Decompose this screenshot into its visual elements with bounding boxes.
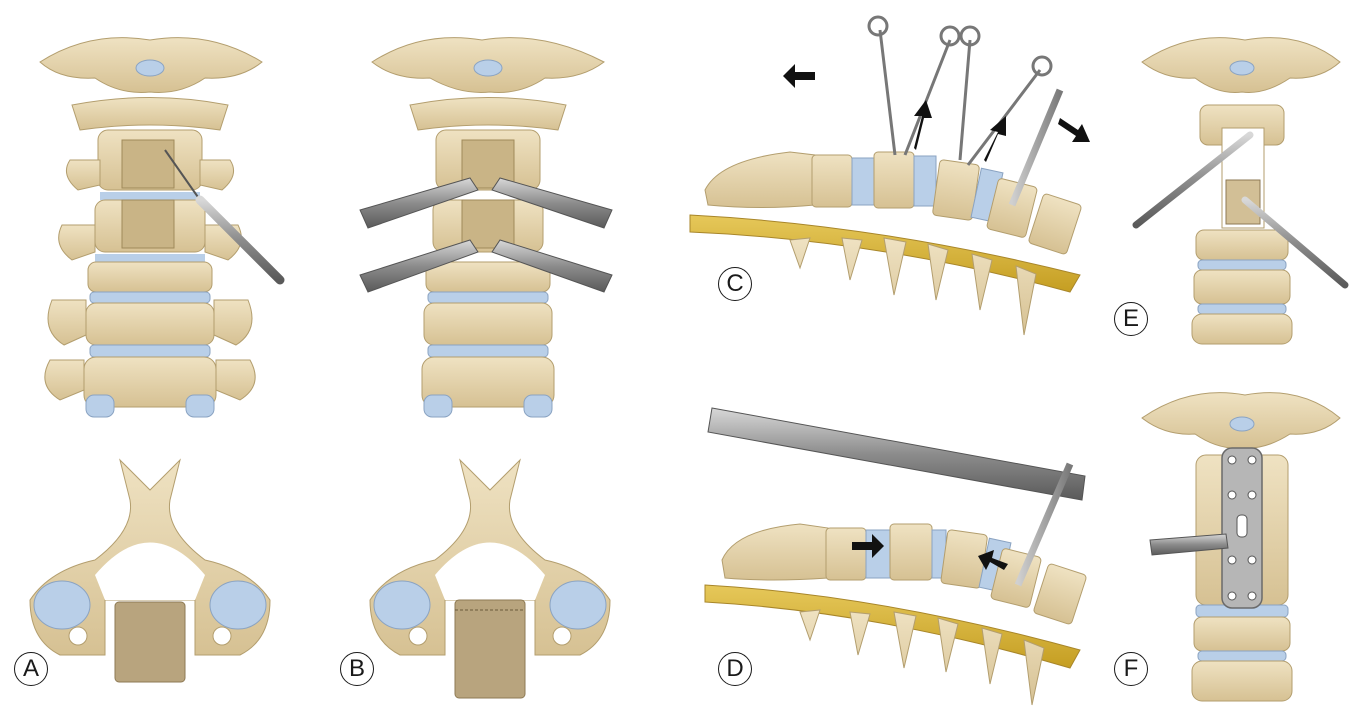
panel-b-retractor-instruments	[359, 177, 613, 293]
panel-label-b: B	[340, 652, 374, 686]
panel-c-instruments	[829, 15, 1064, 207]
panel-c-vertebral-bodies	[704, 151, 1082, 336]
panel-b-spine-anterior	[371, 37, 605, 418]
panel-f-anterior-plate	[1221, 447, 1263, 609]
panel-d-vertebral-bodies	[721, 523, 1087, 706]
panel-a-vertebra-axial	[29, 458, 271, 683]
panel-label-a: A	[14, 652, 48, 686]
panel-label-c: C	[718, 267, 752, 301]
panel-e-instruments	[1132, 131, 1349, 289]
panel-b-vertebra-axial	[369, 458, 611, 699]
panel-d-compression-arrows	[852, 534, 1008, 570]
panel-label-f: F	[1114, 652, 1148, 686]
panel-label-e: E	[1114, 302, 1148, 336]
panel-a-spine-anterior	[39, 37, 263, 418]
panel-a-curette-instrument	[164, 149, 285, 285]
panel-c-direction-arrows	[783, 64, 1090, 162]
panel-e-spine-anterior	[1141, 37, 1341, 345]
panel-label-d: D	[718, 652, 752, 686]
panel-f-screwdriver-instrument	[1149, 533, 1229, 556]
panel-d-distractor-instrument	[707, 407, 1086, 587]
